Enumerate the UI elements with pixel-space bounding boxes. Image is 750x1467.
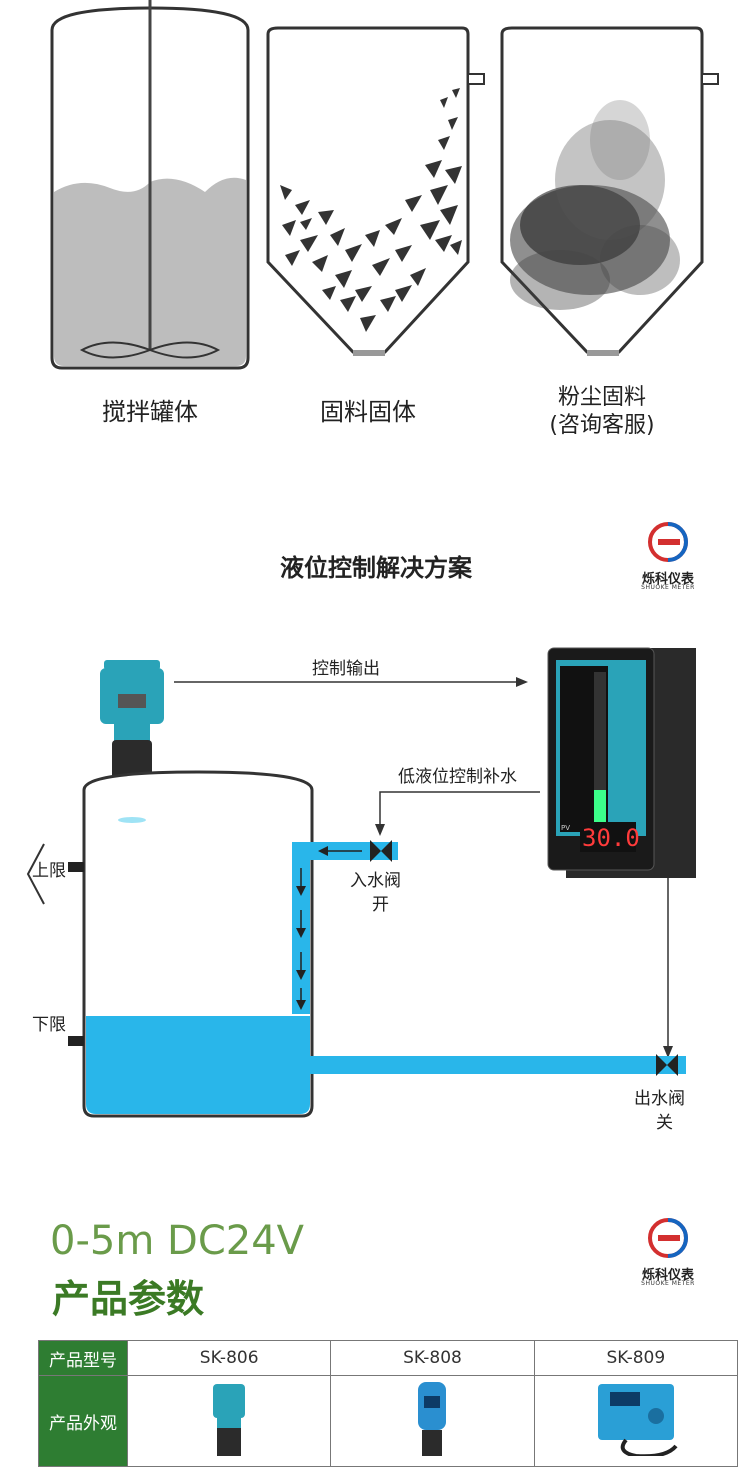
label-control-output: 控制输出 [312,659,380,679]
controller-display-unit: PV [561,824,571,832]
params-title: 产品参数 [52,1277,205,1321]
model-cell-1: SK-806 [126,1340,332,1376]
model-cell-3: SK-809 [533,1340,739,1376]
solution-title: 液位控制解决方案 [280,554,472,582]
label-inlet-valve: 入水阀 [350,871,401,891]
tank-caption-dust-note: (咨询客服) [549,413,655,438]
agitator-tank-graphic [50,0,250,370]
tank-illustrations [50,0,719,370]
outlet-valve-icon [656,1054,678,1076]
tank-caption-agitator: 搅拌罐体 [102,398,198,426]
table-row-look: 产品外观 [38,1375,739,1467]
brand-logo-icon [648,522,688,562]
table-row-model: 产品型号 SK-806 SK-808 SK-809 [38,1340,739,1376]
brand-logo-sub: SHUOKE METER [641,584,695,591]
brand-logo-icon-2 [648,1218,688,1258]
controller-display-value: 30.0 [582,824,640,852]
brand-logo-name-2: 烁科仪表 [641,1268,694,1283]
level-control-diagram [26,647,696,1118]
label-outlet-valve: 出水阀 [634,1089,685,1109]
tank-caption-dust: 粉尘固料 [557,385,646,410]
brand-logo-name: 烁科仪表 [641,572,694,587]
inlet-valve-icon [370,840,392,862]
water-tank-graphic [68,770,314,1118]
tank-caption-solids: 固料固体 [320,398,416,426]
product-sk808-image [418,1382,447,1456]
product-sk809-image [597,1384,678,1459]
level-controller-graphic [547,647,696,878]
look-cell-2 [330,1375,535,1467]
dust-tank-graphic [500,26,719,356]
params-subtitle: 0-5m DC24V [50,1218,305,1264]
label-outlet-state: 关 [656,1113,673,1133]
model-cell-2: SK-808 [330,1340,535,1376]
row-label-model: 产品型号 [38,1340,128,1376]
look-cell-3 [533,1375,739,1467]
label-upper-limit: 上限 [32,861,66,881]
label-lower-limit: 下限 [32,1015,66,1035]
label-inlet-state: 开 [372,895,389,915]
label-low-level-refill: 低液位控制补水 [398,767,517,787]
solids-tank-graphic [266,26,485,356]
params-table: 产品型号 SK-806 SK-808 SK-809 产品外观 [38,1340,739,1467]
row-label-look: 产品外观 [38,1375,128,1467]
look-cell-1 [126,1375,332,1467]
brand-logo-sub-2: SHUOKE METER [641,1280,695,1287]
product-sk806-image [213,1384,246,1456]
